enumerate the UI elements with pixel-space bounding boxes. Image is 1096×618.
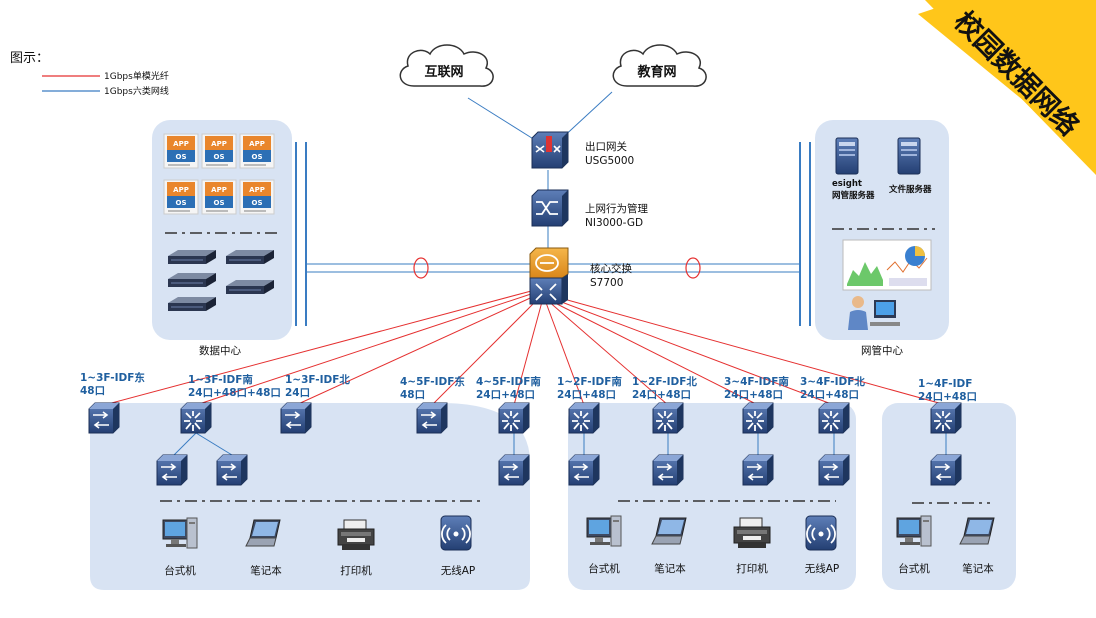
idf-switch-4 <box>416 402 448 434</box>
building-a-panel <box>90 403 530 590</box>
idf-labels: 1~3F-IDF东 48口 1~3F-IDF南 24口+48口+48口 1~3F… <box>80 371 977 403</box>
printer-label: 打印机 <box>340 564 372 577</box>
gateway-device <box>531 131 569 169</box>
core-switch-model: S7700 <box>590 277 623 289</box>
nms-center-label: 网管中心 <box>861 344 903 357</box>
svg-text:OS: OS <box>176 199 187 207</box>
core-switch-name: 核心交换 <box>590 262 632 275</box>
idf-label-9: 3~4F-IDF北 <box>800 375 865 388</box>
access-switch <box>742 454 774 486</box>
svg-text:APP: APP <box>249 140 265 148</box>
idf-label-2-ports: 24口+48口+48口 <box>188 387 281 399</box>
svg-text:OS: OS <box>214 199 225 207</box>
wireless-ap-icon <box>805 515 837 551</box>
idf-label-8-ports: 24口+48口 <box>724 389 783 401</box>
idf-label-1-ports: 48口 <box>80 385 105 397</box>
idf-switch-7 <box>652 402 684 434</box>
laptop-label: 笔记本 <box>250 564 282 577</box>
idf-label-5-ports: 24口+48口 <box>476 389 535 401</box>
idf-label-6-ports: 24口+48口 <box>557 389 616 401</box>
desktop-label: 台式机 <box>164 564 196 577</box>
esight-server-icon <box>835 137 859 175</box>
operator-icon <box>848 296 900 330</box>
idf-switch-6 <box>568 402 600 434</box>
idf-label-3-ports: 24口 <box>285 387 310 399</box>
access-switch <box>216 454 248 486</box>
desktop-label: 台式机 <box>898 562 930 575</box>
svg-text:OS: OS <box>252 153 263 161</box>
idf-label-4-ports: 48口 <box>400 389 425 401</box>
data-center-label: 数据中心 <box>199 344 241 357</box>
behavior-name: 上网行为管理 <box>585 202 648 215</box>
idf-label-8: 3~4F-IDF南 <box>724 375 789 388</box>
legend-heading: 图示： <box>10 51 49 66</box>
wireless-ap-icon <box>440 515 472 551</box>
endpoints-building-b: 台式机 笔记本 打印机 无线AP <box>586 515 840 575</box>
file-server-icon <box>897 137 921 175</box>
svg-text:APP: APP <box>173 140 189 148</box>
legend-cat6-label: 1Gbps六类网线 <box>104 85 169 97</box>
access-switch <box>156 454 188 486</box>
idf-label-10-ports: 24口+48口 <box>918 391 977 403</box>
idf-label-7: 1~2F-IDF北 <box>632 375 697 388</box>
access-switch <box>568 454 600 486</box>
laptop-label: 笔记本 <box>654 562 686 575</box>
printer-label: 打印机 <box>736 562 768 575</box>
gateway-name: 出口网关 <box>585 140 627 153</box>
svg-text:OS: OS <box>214 153 225 161</box>
idf-label-1: 1~3F-IDF东 <box>80 371 145 384</box>
cloud-edu-net-label: 教育网 <box>636 64 676 80</box>
esight-label-2: 网管服务器 <box>832 190 875 201</box>
wireless-ap-label: 无线AP <box>805 562 840 575</box>
file-server-label: 文件服务器 <box>889 184 932 195</box>
monitoring-chart-icon <box>842 239 932 291</box>
wireless-ap-label: 无线AP <box>441 564 476 577</box>
idf-label-9-ports: 24口+48口 <box>800 389 859 401</box>
idf-label-7-ports: 24口+48口 <box>632 389 691 401</box>
idf-switch-3 <box>280 402 312 434</box>
laptop-label: 笔记本 <box>962 562 994 575</box>
idf-switch-1 <box>88 402 120 434</box>
idf-label-4: 4~5F-IDF东 <box>400 375 465 388</box>
idf-label-10: 1~4F-IDF <box>918 378 972 390</box>
cloud-internet-label: 互联网 <box>424 65 463 80</box>
svg-text:APP: APP <box>211 186 227 194</box>
endpoints-building-a: 台式机 笔记本 打印机 无线AP <box>162 515 476 577</box>
idf-label-2: 1~3F-IDF南 <box>188 373 253 386</box>
legend-fiber-label: 1Gbps单模光纤 <box>104 70 169 82</box>
svg-text:OS: OS <box>176 153 187 161</box>
idf-label-3: 1~3F-IDF北 <box>285 373 350 386</box>
app-tiles: APP OS APP OS APP OS APP OS APP OS APP OS <box>163 133 275 215</box>
svg-text:APP: APP <box>249 186 265 194</box>
idf-switch-2 <box>180 402 212 434</box>
behavior-device <box>531 189 569 227</box>
svg-text:OS: OS <box>252 199 263 207</box>
building-b-panel <box>568 403 856 590</box>
access-switch <box>498 454 530 486</box>
cloud-internet: 互联网 <box>399 44 494 87</box>
access-switch <box>930 454 962 486</box>
core-switch-device <box>529 247 569 305</box>
cloud-edu-net: 教育网 <box>612 44 707 87</box>
idf-switch-8 <box>742 402 774 434</box>
idf-switch-5 <box>498 402 530 434</box>
access-switch <box>652 454 684 486</box>
endpoints-building-c: 台式机 笔记本 <box>896 515 995 575</box>
svg-text:APP: APP <box>211 140 227 148</box>
gateway-model: USG5000 <box>585 155 634 167</box>
access-switch <box>818 454 850 486</box>
connection-lines <box>103 91 990 504</box>
desktop-label: 台式机 <box>588 562 620 575</box>
idf-label-5: 4~5F-IDF南 <box>476 375 541 388</box>
idf-switch-9 <box>818 402 850 434</box>
behavior-model: NI3000-GD <box>585 217 643 229</box>
svg-text:APP: APP <box>173 186 189 194</box>
esight-label-1: esight <box>832 179 862 189</box>
idf-label-6: 1~2F-IDF南 <box>557 375 622 388</box>
idf-switch-10 <box>930 402 962 434</box>
